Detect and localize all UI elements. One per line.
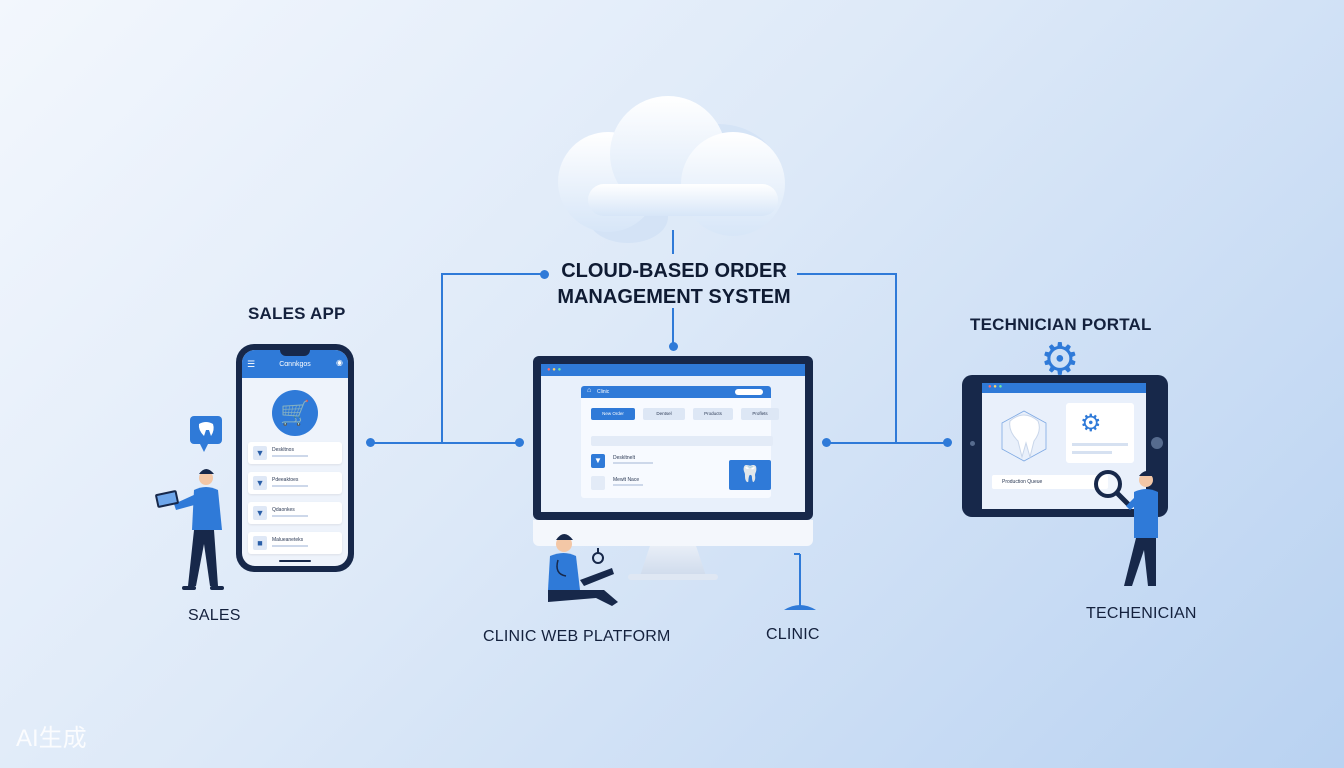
placeholder-line <box>272 545 308 547</box>
connector-node <box>669 342 678 351</box>
web-app-header: ⌂ Clinic <box>581 386 771 398</box>
watermark: AI生成 <box>16 725 87 752</box>
right-top-connector <box>797 273 896 275</box>
camera-dot <box>970 441 975 446</box>
implant-icon: ▼ <box>253 476 267 490</box>
sales-label: SALES <box>188 607 241 624</box>
window-controls: ● ● ● <box>988 384 1003 390</box>
connector-node <box>515 438 524 447</box>
system-title-line2: MANAGEMENT SYSTEM <box>557 286 791 308</box>
settings-panel: ⚙ <box>1066 403 1134 463</box>
search-input[interactable] <box>735 389 763 395</box>
system-title: CLOUD-BASED ORDER MANAGEMENT SYSTEM <box>540 258 808 310</box>
list-item-label: Qdaonkes <box>272 507 295 513</box>
connector-node <box>943 438 952 447</box>
window-controls: ● ● ● <box>547 367 562 373</box>
sales-person-illustration <box>155 416 224 590</box>
placeholder-line <box>272 485 308 487</box>
list-item[interactable]: ■ Malueaneteks <box>248 532 342 554</box>
gear-icon: ⚙ <box>1040 335 1080 384</box>
implant-icon: ▼ <box>253 506 267 520</box>
filter-bar[interactable] <box>591 436 773 446</box>
order-row[interactable]: ▼ Deskltnelt <box>591 454 711 470</box>
placeholder-line <box>613 484 643 486</box>
connector-node <box>366 438 375 447</box>
document-icon <box>591 476 605 490</box>
order-row-label: Deskltnelt <box>613 455 635 461</box>
clinic-label: CLINIC <box>766 626 820 643</box>
connector-node <box>540 270 549 279</box>
list-item[interactable]: ▼ Qdaonkes <box>248 502 342 524</box>
left-top-connector <box>442 273 545 275</box>
monitor-screen: ● ● ● ⌂ Clinic New Order Dentsel Product… <box>541 364 805 512</box>
clinic-monitor: ● ● ● ⌂ Clinic New Order Dentsel Product… <box>533 356 813 520</box>
list-item-label: Pdeeaktoes <box>272 477 299 483</box>
browser-bar: ● ● ● <box>541 364 805 376</box>
placeholder-line <box>1072 443 1128 446</box>
technician-label: TECHENICIAN <box>1086 605 1197 622</box>
profile-icon[interactable]: ◉ <box>336 358 343 367</box>
technician-person-illustration <box>1094 470 1158 586</box>
monitor-stand-base <box>628 574 718 580</box>
monitor-stand <box>640 546 706 576</box>
tab-new-order[interactable]: New Order <box>591 408 635 420</box>
cloud-connector <box>672 230 674 254</box>
clinic-lamp-icon <box>784 553 816 610</box>
cart-icon[interactable]: 🛒 <box>272 390 318 436</box>
right-vertical-connector <box>895 273 897 443</box>
production-queue-field[interactable]: Production Queue <box>992 475 1108 489</box>
left-vertical-connector <box>441 273 443 443</box>
tooth-icon: ▼ <box>253 446 267 460</box>
order-row[interactable]: Mewlt Nace <box>591 476 711 492</box>
clinic-person-illustration <box>548 534 618 606</box>
list-item-label: Malueaneteks <box>272 537 304 543</box>
monitor-chin <box>533 520 813 546</box>
connector-node <box>822 438 831 447</box>
tab-dental[interactable]: Dentsel <box>643 408 685 420</box>
list-item-label: Deskltnos <box>272 447 294 453</box>
phone-notch <box>280 350 310 356</box>
tooth-card-icon[interactable]: 🦷 <box>729 460 771 490</box>
phone-header-title: Cɑnnkgos <box>279 360 311 368</box>
placeholder-line <box>1072 451 1112 454</box>
clinic-web-platform-label: CLINIC WEB PLATFORM <box>483 628 671 645</box>
home-button[interactable] <box>1151 437 1163 449</box>
technician-tablet: ● ● ● ⚙ Production Queue <box>962 375 1168 517</box>
tooth-3d-model-icon <box>1001 410 1047 462</box>
gear-icon[interactable]: ⚙ <box>1080 410 1102 437</box>
production-queue-label: Production Queue <box>1002 479 1043 485</box>
tab-products[interactable]: Products <box>693 408 733 420</box>
order-row-label: Mewlt Nace <box>613 477 640 483</box>
web-app-window: ⌂ Clinic New Order Dentsel Products Prof… <box>581 386 779 498</box>
placeholder-line <box>613 462 653 464</box>
left-horizontal-connector <box>370 442 520 444</box>
cloud-icon <box>558 96 785 243</box>
system-title-line1: CLOUD-BASED ORDER <box>561 260 787 282</box>
web-app-title: Clinic <box>597 389 610 395</box>
tooth-icon: ▼ <box>591 454 605 468</box>
placeholder-line <box>272 515 308 517</box>
list-item[interactable]: ▼ Pdeeaktoes <box>248 472 342 494</box>
sales-app-label: SALES APP <box>248 304 346 323</box>
home-indicator <box>279 560 311 562</box>
technician-portal-label: TECHNICIAN PORTAL <box>970 315 1152 334</box>
tab-profiles[interactable]: Proflets <box>741 408 779 420</box>
home-icon[interactable]: ⌂ <box>587 387 592 394</box>
tablet-screen: ● ● ● ⚙ Production Queue <box>982 383 1146 509</box>
phone-screen: ☰ Cɑnnkgos ◉ 🛒 ▼ Deskltnos ▼ Pdeeaktoes … <box>242 350 348 566</box>
placeholder-line <box>272 455 308 457</box>
crown-icon: ■ <box>253 536 267 550</box>
right-horizontal-connector <box>826 442 948 444</box>
list-item[interactable]: ▼ Deskltnos <box>248 442 342 464</box>
title-to-monitor-connector <box>672 308 674 346</box>
menu-icon[interactable]: ☰ <box>247 359 256 369</box>
sales-phone: ☰ Cɑnnkgos ◉ 🛒 ▼ Deskltnos ▼ Pdeeaktoes … <box>236 344 354 572</box>
tablet-browser-bar: ● ● ● <box>982 383 1146 393</box>
